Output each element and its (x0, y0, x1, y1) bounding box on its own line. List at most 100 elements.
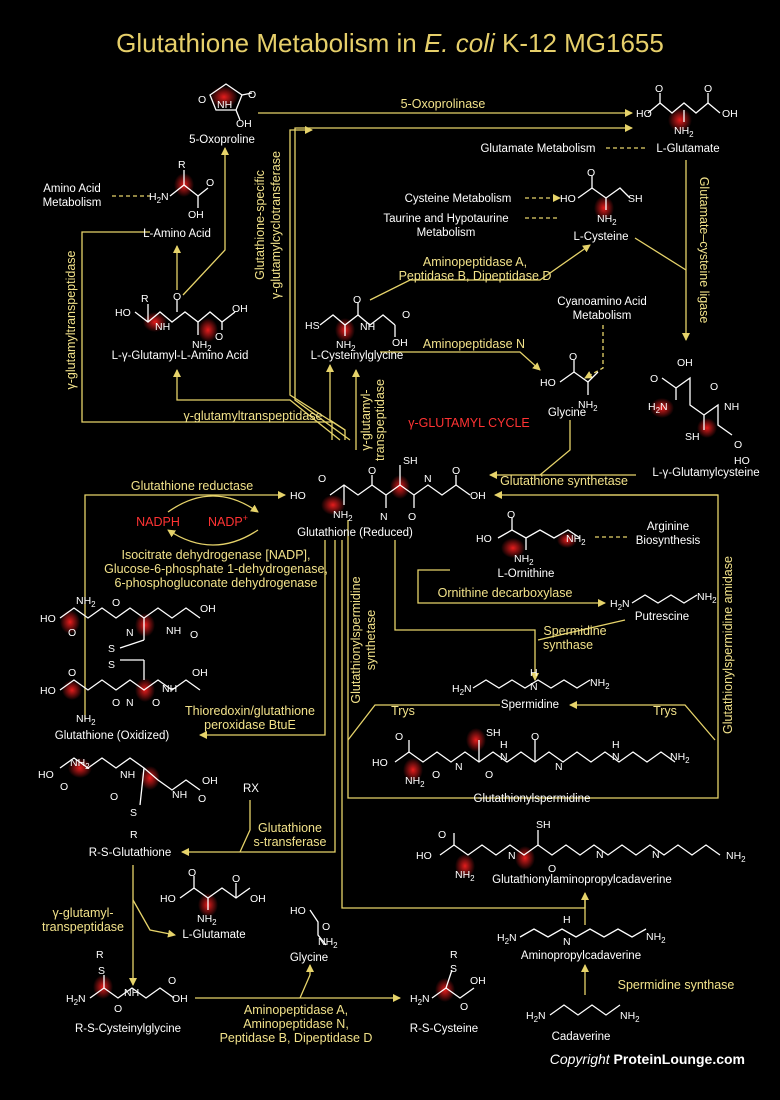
svg-text:O: O (188, 867, 196, 879)
svg-text:NH: NH (166, 625, 181, 637)
enzyme-gsp-amidase: Glutathionylspermidine amidase (721, 556, 735, 734)
svg-text:OH: OH (200, 603, 216, 615)
svg-text:R: R (450, 949, 458, 961)
svg-text:S: S (130, 807, 137, 819)
svg-text:O: O (710, 381, 718, 393)
svg-text:OH: OH (202, 775, 218, 787)
svg-text:O: O (110, 791, 118, 803)
svg-text:N: N (126, 627, 134, 639)
svg-text:O: O (168, 975, 176, 987)
svg-text:NH: NH (217, 99, 232, 111)
svg-text:HO: HO (476, 533, 492, 545)
svg-text:S: S (108, 643, 115, 655)
svg-text:NH2: NH2 (590, 677, 610, 691)
svg-text:NH2: NH2 (578, 399, 598, 413)
svg-text:O: O (460, 1001, 468, 1013)
svg-text:O: O (152, 697, 160, 709)
svg-text:SH: SH (628, 193, 643, 205)
metabolite-glutamate-bottom: L-Glutamate (182, 929, 245, 941)
metabolite-glycine-bottom: Glycine (290, 952, 328, 964)
svg-text:OH: OH (236, 118, 252, 130)
pathway-cyanoamino-2: Metabolism (573, 310, 632, 322)
svg-text:H2N: H2N (149, 191, 169, 205)
metabolite-gamma-glutamylcysteine: L-γ-Glutamylcysteine (652, 467, 759, 479)
svg-text:O: O (655, 83, 663, 95)
enzyme-gamma-gt-left: γ-glutamyltranspeptidase (64, 250, 78, 389)
svg-text:NH2: NH2 (76, 595, 96, 609)
enzyme-gamma-gt-vert-1: γ-glutamyl- (359, 389, 373, 450)
svg-text:OH: OH (250, 893, 266, 905)
metabolite-rs-cysteine: R-S-Cysteine (410, 1023, 478, 1035)
gamma-glutamyl-amino-acid-structure: HO R NH O O OH NH2 (115, 291, 248, 353)
svg-text:OH: OH (722, 108, 738, 120)
svg-text:NH2: NH2 (514, 553, 534, 567)
svg-text:NH: NH (172, 789, 187, 801)
enzyme-gst-2: s-transferase (254, 835, 327, 849)
svg-text:OH: OH (188, 209, 204, 221)
metabolite-spermidine: Spermidine (501, 699, 559, 711)
svg-text:O: O (402, 309, 410, 321)
svg-text:NH2: NH2 (670, 751, 690, 765)
enzyme-trys-left: Trys (391, 704, 415, 718)
glutathione-oxidized-structure: HO NH2 O O N NH OH O S S HO O NH2 O N NH… (40, 595, 216, 727)
svg-text:H: H (530, 667, 538, 679)
svg-text:S: S (450, 963, 457, 975)
pathway-arrows (81, 109, 719, 1002)
glutathionylspermidine-structure: HO O NH2 O N SH O H N O N H N NH2 (372, 727, 690, 789)
enzyme-spermidine-synthase-2: synthase (543, 638, 593, 652)
svg-text:OH: OH (172, 993, 188, 1005)
pathway-glutamate-metabolism: Glutamate Metabolism (480, 143, 595, 155)
metabolite-glutathione-oxidized: Glutathione (Oxidized) (55, 730, 170, 742)
svg-text:NH2: NH2 (597, 213, 617, 227)
svg-text:S: S (108, 659, 115, 671)
svg-text:NH2: NH2 (620, 1010, 640, 1024)
pathway-taurine-1: Taurine and Hypotaurine (383, 213, 508, 225)
highlight-glows (60, 86, 717, 1002)
svg-text:O: O (569, 351, 577, 363)
svg-text:NH2: NH2 (333, 509, 353, 523)
enzyme-peroxidase-2: peroxidase BtuE (204, 718, 296, 732)
metabolite-glycine-mid: Glycine (548, 407, 586, 419)
gamma-glutamyl-cycle-label: γ-GLUTAMYL CYCLE (408, 416, 530, 430)
svg-text:OH: OH (677, 357, 693, 369)
rs-glutathione-structure: HO NH2 O NH O NH OH O S R (38, 757, 218, 841)
enzyme-labels: 5-Oxoprolinase Glutathione-specific γ-gl… (42, 97, 735, 1045)
metabolite-cysteinylglycine: L-Cysteinylglycine (311, 350, 404, 362)
oxoproline-structure: O NH O OH (198, 83, 256, 130)
svg-text:R: R (178, 159, 186, 171)
svg-text:HO: HO (560, 193, 576, 205)
svg-text:NH2: NH2 (197, 913, 217, 927)
enzyme-peroxidase-1: Thioredoxin/glutathione (185, 704, 315, 718)
svg-text:O: O (548, 863, 556, 875)
copyright-prefix: Copyright (550, 1051, 614, 1067)
amino-acid-structure: H2N R O OH (149, 159, 214, 221)
rx-label: RX (243, 783, 259, 795)
svg-text:N: N (380, 511, 388, 523)
svg-text:O: O (432, 769, 440, 781)
svg-text:NH: NH (360, 321, 375, 333)
glutamate-bottom-structure: HO O O OH NH2 (160, 867, 266, 927)
enzyme-gs-cyclotransferase-2: γ-glutamylcyclotransferase (269, 151, 283, 299)
enzyme-glu-cys-ligase: Glutamate–cysteine ligase (697, 177, 711, 324)
svg-text:NH: NH (155, 321, 170, 333)
svg-text:O: O (318, 473, 326, 485)
svg-text:NH2: NH2 (405, 775, 425, 789)
pathway-cyanoamino-1: Cyanoamino Acid (557, 296, 647, 308)
svg-text:NH: NH (120, 769, 135, 781)
svg-text:OH: OH (232, 303, 248, 315)
svg-text:HO: HO (290, 490, 306, 502)
svg-text:N: N (612, 751, 620, 763)
svg-text:N: N (126, 697, 134, 709)
svg-text:NH2: NH2 (646, 931, 666, 945)
enzyme-nadp-enzymes-3: 6-phosphogluconate dehydrogenase (115, 576, 318, 590)
glutathione-reduced-structure: HO O NH2 O N SH O N O OH (290, 455, 486, 523)
cadaverine-structure: H2N NH2 (526, 1004, 640, 1024)
svg-text:O: O (68, 627, 76, 639)
svg-text:O: O (232, 873, 240, 885)
pathway-cysteine-metabolism: Cysteine Metabolism (405, 193, 512, 205)
enzyme-gsh-synthetase: Glutathione synthetase (500, 474, 628, 488)
svg-text:NH2: NH2 (455, 869, 475, 883)
svg-text:SH: SH (486, 727, 501, 739)
svg-text:O: O (112, 597, 120, 609)
aminopropylcadaverine-structure: H2N H N NH2 (497, 914, 666, 948)
